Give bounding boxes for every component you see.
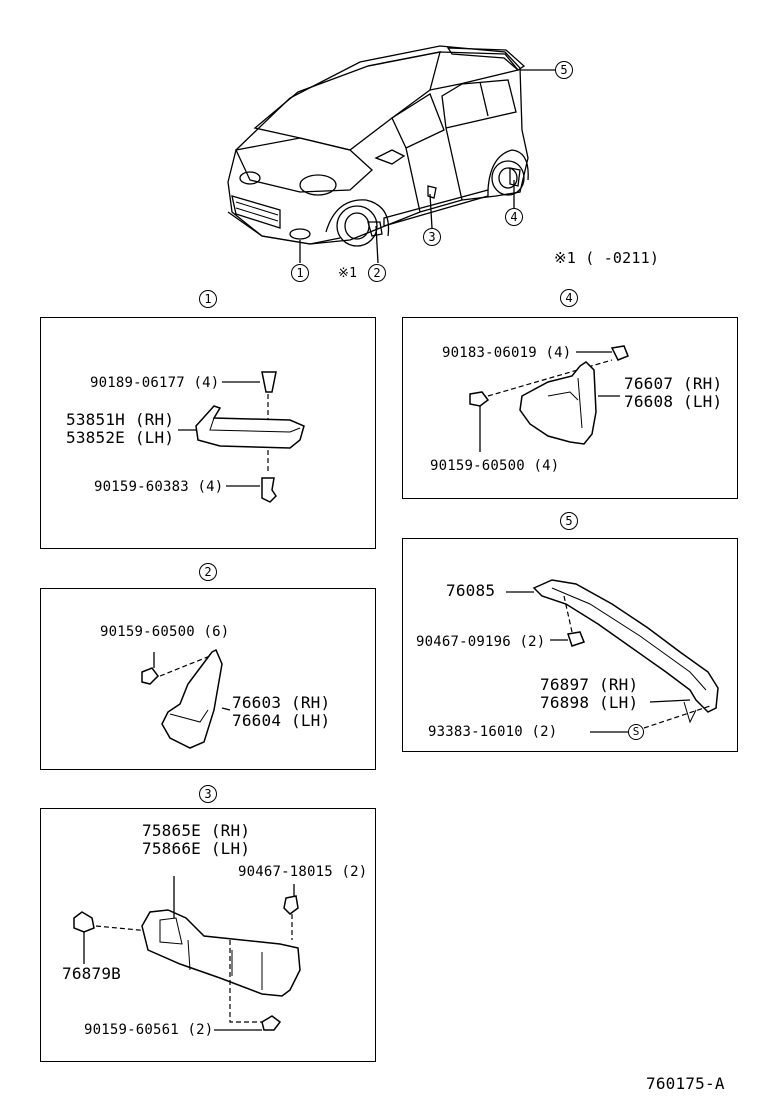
panel-5-number: 5 <box>560 512 578 530</box>
panel-3-number: 3 <box>199 785 217 803</box>
p1-clip-label[interactable]: 90189-06177 (4) <box>90 375 220 391</box>
panel-3 <box>40 808 376 1062</box>
panel-2-parts <box>141 648 231 749</box>
p4-nut-label[interactable]: 90183-06019 (4) <box>442 345 572 361</box>
panel-3-parts <box>73 876 301 1031</box>
panel-5 <box>402 538 738 752</box>
p5-spoiler-label[interactable]: 76085 <box>446 581 496 600</box>
callout-2[interactable]: 2 <box>368 264 386 282</box>
p2-screw-label[interactable]: 90159-60500 (6) <box>100 624 230 640</box>
p5-cover-rh-label[interactable]: 76897 (RH) <box>540 675 639 694</box>
p5-clip-label[interactable]: 90467-09196 (2) <box>416 634 546 650</box>
diagram-code: 760175-A <box>646 1074 725 1093</box>
panel-1 <box>40 317 376 549</box>
panel-2-number: 2 <box>199 563 217 581</box>
p2-flap-rh-label[interactable]: 76603 (RH) <box>232 693 331 712</box>
panel-4-number: 4 <box>560 289 578 307</box>
panel-1-number: 1 <box>199 290 217 308</box>
p5-screw-label[interactable]: 93383-16010 (2) <box>428 724 558 740</box>
production-note: ※1 ( -0211) <box>554 249 660 267</box>
p4-flap-lh-label[interactable]: 76608 (LH) <box>624 392 723 411</box>
p5-cover-lh-label[interactable]: 76898 (LH) <box>540 693 639 712</box>
panel-1-parts <box>178 371 305 503</box>
callout-4[interactable]: 4 <box>505 208 523 226</box>
panel-4 <box>402 317 738 499</box>
callout-1[interactable]: 1 <box>291 264 309 282</box>
p3-moulding-lh-label[interactable]: 75866E (LH) <box>142 839 251 858</box>
p4-screw-label[interactable]: 90159-60500 (4) <box>430 458 560 474</box>
p2-flap-lh-label[interactable]: 76604 (LH) <box>232 711 331 730</box>
p1-screw-label[interactable]: 90159-60383 (4) <box>94 479 224 495</box>
note-mark: ※1 <box>338 266 358 281</box>
p1-moulding-rh-label[interactable]: 53851H (RH) <box>66 410 175 429</box>
panel-5-parts <box>506 579 719 733</box>
p5-s-mark: S <box>628 724 644 740</box>
callout-5[interactable]: 5 <box>555 61 573 79</box>
p3-clip-label[interactable]: 90467-18015 (2) <box>238 864 368 880</box>
panel-2 <box>40 588 376 770</box>
p3-moulding-rh-label[interactable]: 75865E (RH) <box>142 821 251 840</box>
vehicle-illustration <box>227 45 529 247</box>
p1-moulding-lh-label[interactable]: 53852E (LH) <box>66 428 175 447</box>
p3-cap-label[interactable]: 76879B <box>62 964 121 983</box>
p4-flap-rh-label[interactable]: 76607 (RH) <box>624 374 723 393</box>
callout-3[interactable]: 3 <box>423 228 441 246</box>
p3-screw-label[interactable]: 90159-60561 (2) <box>84 1022 214 1038</box>
panel-4-parts <box>469 345 629 452</box>
